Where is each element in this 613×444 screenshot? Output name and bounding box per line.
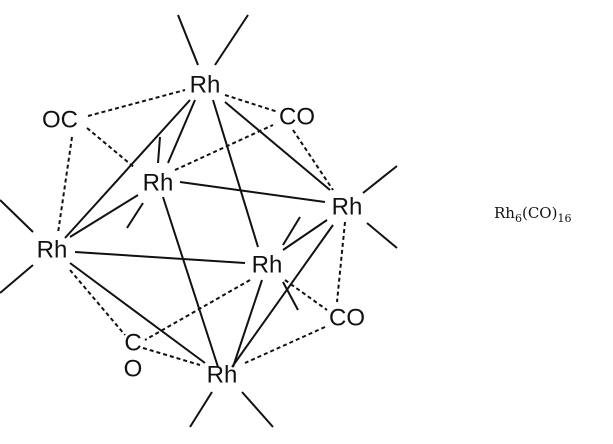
rh-rh-bonds bbox=[64, 99, 334, 368]
co-bottom-right-label: CO bbox=[329, 305, 365, 332]
formula-rh: Rh bbox=[494, 204, 515, 222]
atom-labels: Rh Rh Rh Rh Rh Rh OC CO CO C O bbox=[37, 72, 365, 389]
rh-upper-label: Rh bbox=[143, 170, 174, 197]
formula-co: (CO) bbox=[521, 204, 558, 222]
co-bottom-c-label: C bbox=[124, 330, 141, 357]
bridging-co-bonds bbox=[57, 89, 346, 366]
rh-mid-label: Rh bbox=[252, 252, 283, 279]
co-bottom-o-label: O bbox=[124, 356, 143, 383]
formula-subscript-6: 6 bbox=[514, 212, 522, 225]
rh-bottom-label: Rh bbox=[207, 362, 238, 389]
rh-top-label: Rh bbox=[190, 72, 221, 99]
molecular-formula: Rh6(CO)16 bbox=[494, 204, 571, 225]
terminal-co-bonds bbox=[0, 14, 398, 428]
rh-left-label: Rh bbox=[37, 237, 68, 264]
formula-subscript-16: 16 bbox=[557, 212, 572, 225]
co-left-label: OC bbox=[42, 107, 78, 134]
rh-right-label: Rh bbox=[332, 194, 363, 221]
co-top-right-label: CO bbox=[279, 104, 315, 131]
